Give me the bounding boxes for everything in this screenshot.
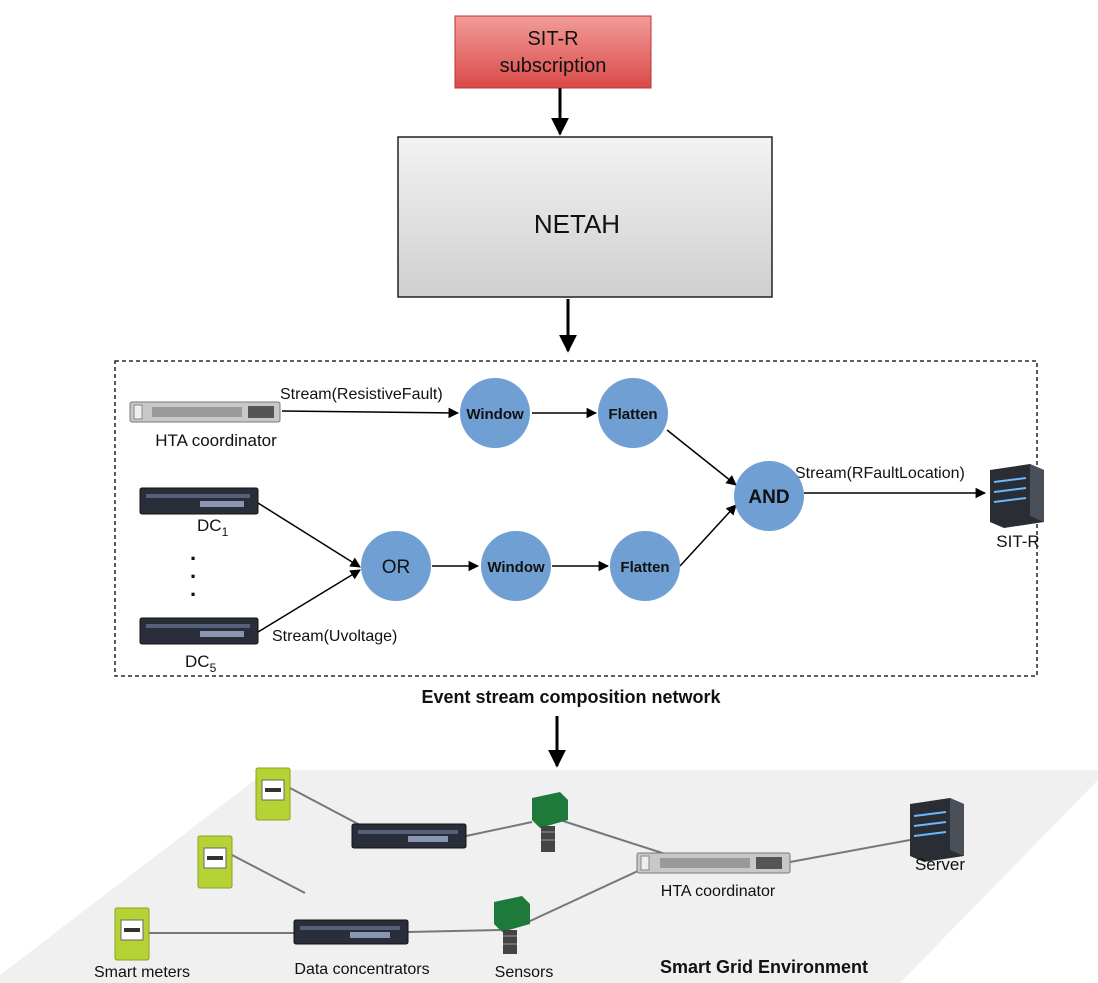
window-node-top-label: Window bbox=[466, 406, 524, 423]
dc5-icon bbox=[139, 617, 259, 645]
sitr-server-icon bbox=[990, 464, 1044, 528]
ellipsis-dot-2: . bbox=[190, 558, 196, 583]
ellipsis-dot-3: . bbox=[190, 576, 196, 601]
or-node-label: OR bbox=[382, 557, 411, 578]
dc1-label: DC1 bbox=[197, 516, 229, 539]
data-concentrator-icon-2 bbox=[293, 919, 409, 945]
dc5-label: DC5 bbox=[185, 652, 217, 675]
netah-label: NETAH bbox=[534, 209, 620, 239]
or-node: OR bbox=[361, 531, 431, 601]
link-hta-server bbox=[789, 839, 911, 863]
flatten-node-top: Flatten bbox=[598, 378, 668, 448]
hta-coordinator-env-icon bbox=[636, 852, 791, 874]
link-sensor2-hta bbox=[527, 869, 641, 923]
ellipsis-dot-1: . bbox=[190, 540, 196, 565]
edge-flatten-and-bottom bbox=[679, 504, 737, 567]
link-dc2-sensor2 bbox=[407, 929, 501, 933]
dc1-icon bbox=[139, 487, 259, 515]
subscription-line1: SIT-R bbox=[527, 28, 578, 50]
edge-dc5-or bbox=[257, 569, 361, 633]
environment-title: Smart Grid Environment bbox=[660, 957, 868, 977]
server-label: Server bbox=[915, 855, 965, 874]
subscription-box: SIT-R subscription bbox=[454, 15, 652, 89]
flatten-node-bottom: Flatten bbox=[610, 531, 680, 601]
hta-coordinator-env-label: HTA coordinator bbox=[661, 883, 776, 900]
flatten-node-top-label: Flatten bbox=[608, 406, 657, 423]
server-icon bbox=[910, 798, 964, 862]
sitr-label: SIT-R bbox=[996, 532, 1039, 551]
window-node-top: Window bbox=[460, 378, 530, 448]
smart-meter-icon-3 bbox=[114, 907, 150, 961]
smart-meter-icon-1 bbox=[255, 767, 291, 821]
environment-plane bbox=[0, 770, 1098, 983]
edge-dc1-or bbox=[257, 502, 361, 568]
stream-resistivefault-label: Stream(ResistiveFault) bbox=[280, 386, 443, 403]
and-node-label: AND bbox=[748, 487, 789, 508]
subscription-line2: subscription bbox=[500, 55, 607, 77]
stream-uvoltage-label: Stream(Uvoltage) bbox=[272, 628, 397, 645]
hta-coordinator-icon bbox=[129, 401, 281, 423]
link-dc1-sensor1 bbox=[465, 821, 533, 837]
data-concentrator-icon-1 bbox=[351, 823, 467, 849]
sensor-icon-1 bbox=[532, 792, 568, 852]
window-node-bottom-label: Window bbox=[487, 559, 545, 576]
composition-network-caption: Event stream composition network bbox=[421, 687, 721, 707]
window-node-bottom: Window bbox=[481, 531, 551, 601]
smart-meter-icon-2 bbox=[197, 835, 233, 889]
link-meter1-dc1 bbox=[289, 787, 361, 826]
edge-flatten-and-top bbox=[666, 429, 737, 486]
smart-meters-label: Smart meters bbox=[94, 964, 190, 981]
edge-hta-window bbox=[281, 407, 460, 419]
sensor-icon-2 bbox=[494, 896, 530, 954]
hta-coordinator-label: HTA coordinator bbox=[155, 431, 277, 450]
stream-rfaultlocation-label: Stream(RFaultLocation) bbox=[795, 465, 965, 482]
netah-box: NETAH bbox=[397, 136, 773, 298]
link-meter2-dc2 bbox=[231, 854, 306, 894]
data-concentrators-label: Data concentrators bbox=[294, 961, 429, 978]
and-node: AND bbox=[734, 461, 804, 531]
flatten-node-bottom-label: Flatten bbox=[620, 559, 669, 576]
sensors-label: Sensors bbox=[495, 964, 554, 981]
